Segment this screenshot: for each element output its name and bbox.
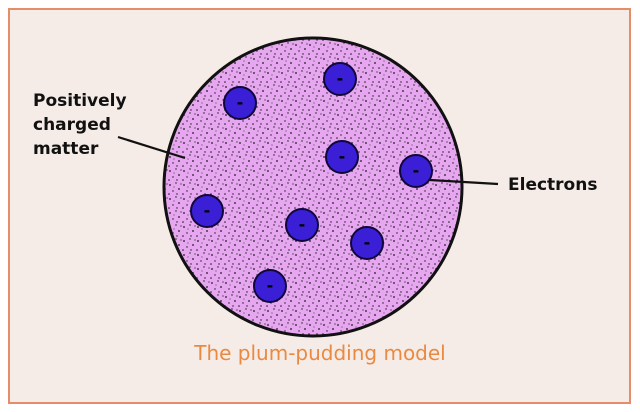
electron-sign: - xyxy=(339,147,346,166)
electrons-pointer-line xyxy=(429,178,499,186)
positive-pointer-line xyxy=(117,135,186,160)
diagram-caption: The plum-pudding model xyxy=(194,341,446,365)
electron: - xyxy=(223,86,257,120)
electron: - xyxy=(253,269,287,303)
electron-sign: - xyxy=(267,276,274,295)
electron: - xyxy=(325,140,359,174)
electron-sign: - xyxy=(204,201,211,220)
electron: - xyxy=(285,208,319,242)
electron-sign: - xyxy=(413,161,420,180)
positive-sphere-outline xyxy=(162,36,464,338)
positive-charge-label-line: matter xyxy=(33,139,99,159)
electron: - xyxy=(350,226,384,260)
electron-sign: - xyxy=(364,233,371,252)
positive-charge-label-line: charged xyxy=(33,115,111,135)
electron: - xyxy=(399,154,433,188)
positive-charge-label-line: Positively xyxy=(33,91,127,111)
electron-sign: - xyxy=(299,215,306,234)
electron: - xyxy=(323,62,357,96)
electrons-label: Electrons xyxy=(508,175,598,195)
electron-sign: - xyxy=(337,69,344,88)
electron-sign: - xyxy=(237,93,244,112)
electron: - xyxy=(190,194,224,228)
positive-charge-label: Positively charged matter xyxy=(33,89,173,161)
